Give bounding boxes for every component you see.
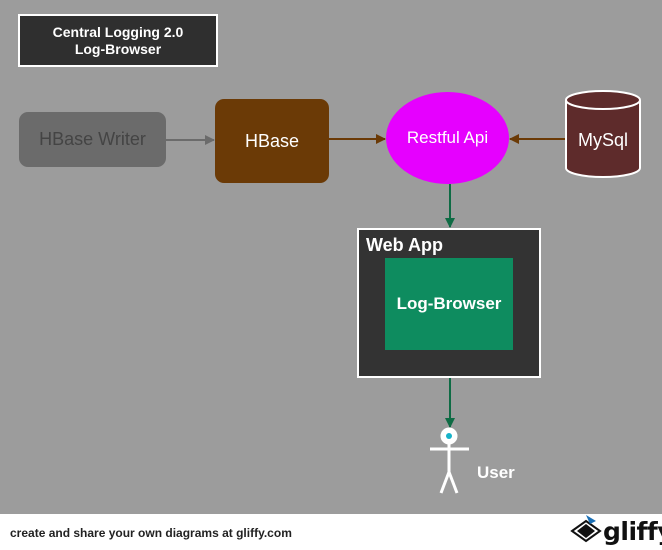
hbase-label: HBase — [244, 130, 300, 151]
log-browser-label: Log-Browser — [396, 294, 502, 313]
hbase-writer-label: HBase Writer — [39, 129, 146, 149]
log-browser-node: Log-Browser — [385, 258, 513, 350]
diagram-title-line2: Log-Browser — [74, 40, 162, 57]
diagram-title-box: Central Logging 2.0 Log-Browser — [18, 14, 218, 67]
restful-api-label: Restful Api — [406, 128, 489, 147]
footer-link[interactable]: create and share your own diagrams at gl… — [10, 526, 292, 540]
user-stick-figure-icon — [430, 427, 469, 494]
mysql-cylinder-shape — [565, 90, 641, 178]
user-label: User — [477, 463, 515, 482]
restful-api-node: Restful Api — [386, 92, 509, 184]
footer-bar — [0, 514, 662, 550]
gliffy-brand-text: gliffy — [603, 517, 662, 546]
diagram-title-line1: Central Logging 2.0 — [52, 23, 184, 40]
hbase-node: HBase — [215, 99, 329, 183]
mysql-node: MySql — [566, 120, 640, 160]
hbase-writer-node: HBase Writer — [19, 112, 166, 167]
web-app-label: Web App — [366, 235, 443, 255]
mysql-label: MySql — [577, 129, 628, 150]
